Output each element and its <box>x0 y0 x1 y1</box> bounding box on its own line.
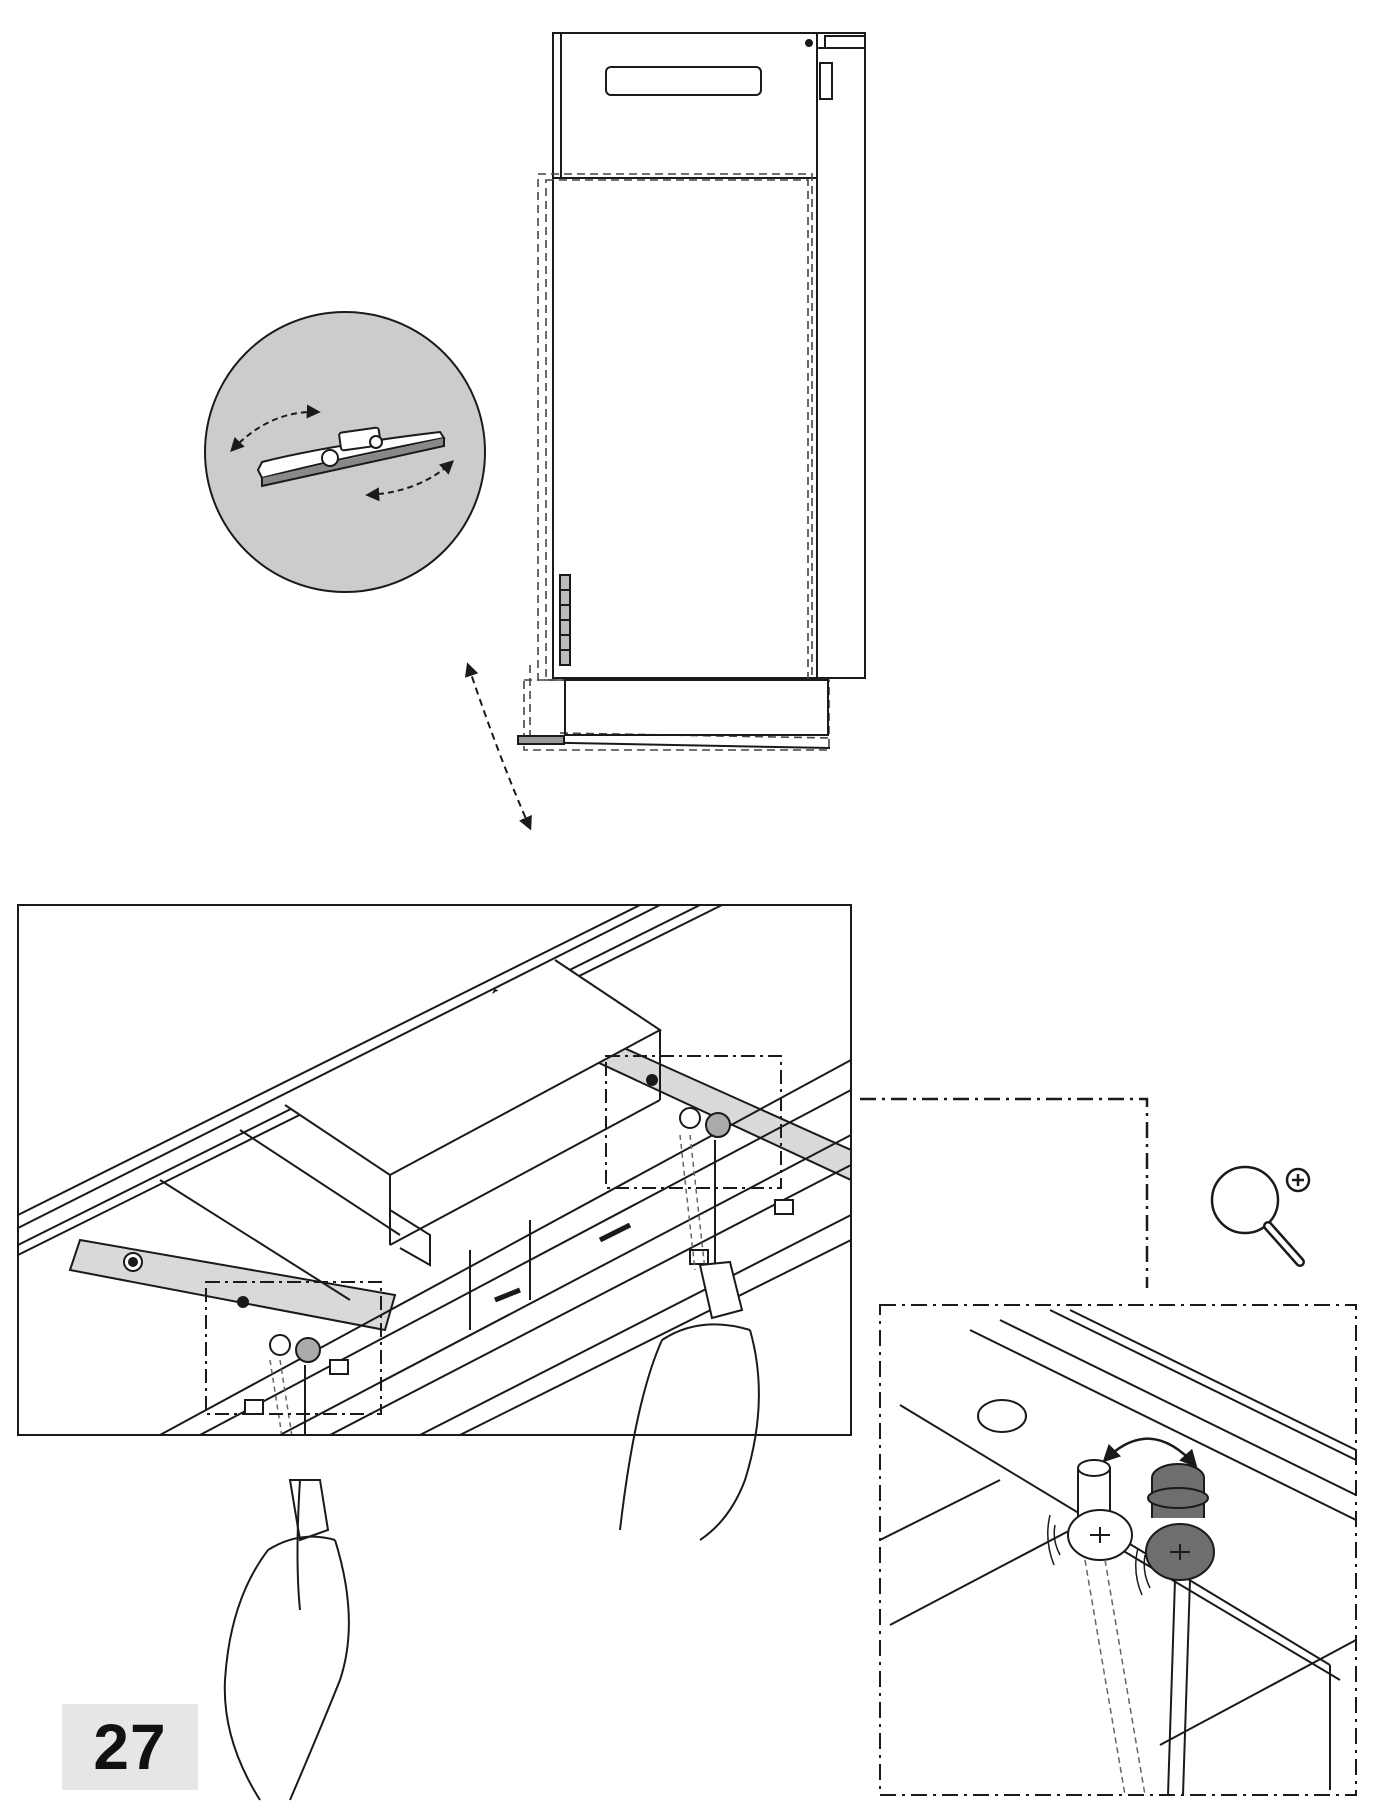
swing-arrow-icon <box>464 662 532 831</box>
screw-white-icon <box>1067 1459 1133 1561</box>
magnifier-plus-icon <box>1210 1165 1311 1267</box>
rotate-arrows-icon <box>230 404 455 502</box>
display-window <box>605 66 762 96</box>
screw-highlight-left <box>205 1281 382 1415</box>
hand-right <box>619 1260 760 1541</box>
main-view-frame <box>17 904 852 1436</box>
adjustable-foot-icon <box>256 426 446 488</box>
step-number: 27 <box>93 1711 167 1783</box>
mounting-bar-left <box>68 1238 397 1332</box>
foot-adjust-detail <box>204 311 486 593</box>
screw-dark-icon <box>1145 1463 1215 1581</box>
side-panel <box>816 32 866 679</box>
detail-view-frame <box>879 1304 1357 1796</box>
step-number-badge: 27 <box>62 1704 198 1790</box>
screw-highlight-right <box>605 1055 782 1189</box>
rotate-arrows-icon <box>1102 1437 1198 1468</box>
appliance-side-view <box>517 32 866 751</box>
main-underside-view <box>17 904 852 1436</box>
hand-left <box>223 1479 350 1801</box>
screw-detail-view <box>879 1304 1357 1796</box>
detail-connector-line <box>860 1097 1149 1288</box>
door-panel <box>552 177 818 679</box>
control-panel-section <box>552 32 818 179</box>
plinth <box>564 679 829 736</box>
